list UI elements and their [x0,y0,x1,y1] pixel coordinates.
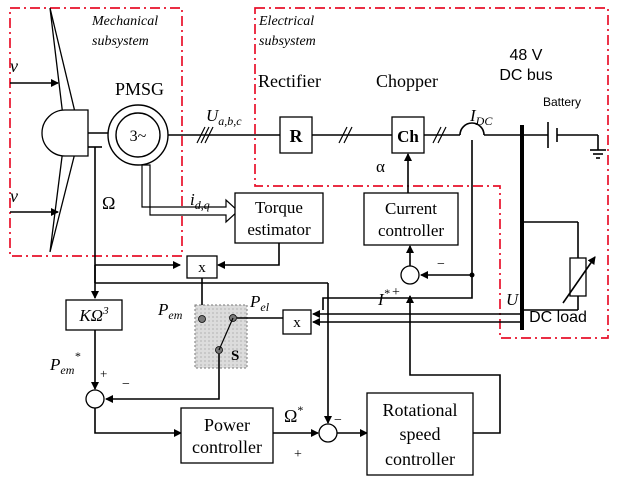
current-controller-block [363,192,459,246]
chopper-block-label: Ch [397,127,419,146]
switch-arm [218,317,234,351]
omega-star-label: Ω* [284,403,303,426]
dc-ticks-1 [338,126,353,144]
istar-from-speed-controller [406,295,501,434]
battery-label: Battery [543,95,581,109]
dc-current-label: IDC [469,106,493,128]
wind-speed-label-bottom: v [10,186,18,206]
wind-speed-label-top: v [10,56,18,76]
torque-estimator-block [234,192,324,244]
battery-icon [522,122,599,150]
optimal-power-block [65,299,123,331]
mechanical-subsystem-boundary [9,7,183,257]
torque-estimator-label-2: estimator [247,220,311,239]
pem-star-label: Pem* [49,349,80,377]
power-controller-label: Power [204,415,250,435]
pmsg-generator: 3~ [107,104,169,166]
sum1-plus: + [100,366,107,381]
multiplier-block-2 [282,309,312,335]
dc-voltage-label: U [506,290,520,309]
summing-junction-power [85,389,105,409]
current-controller-label: Current [385,199,437,218]
chopper-label: Chopper [376,71,438,91]
rectifier-block [279,116,313,154]
rectifier-label: Rectifier [258,71,321,91]
mechanical-subsystem-label-2: subsystem [92,34,149,49]
dc-bus-voltage-label: 48 V [510,47,543,64]
rotational-speed-controller-block [366,392,474,476]
optimal-power-label: KΩ3 [78,305,109,325]
sum1-to-power-controller [94,408,182,437]
istar-label: I* [377,286,390,309]
torque-to-mult1 [217,243,280,269]
sum1-minus: − [122,377,130,392]
rotational-controller-label-3: controller [385,449,455,469]
torque-estimator-label: Torque [255,198,303,217]
dc-ticks-2 [432,126,447,144]
sum2-minus: − [334,413,342,428]
pem-label: Pem [157,300,183,322]
rotational-controller-label-2: speed [400,424,441,444]
current-sensor [459,122,485,136]
dc-load-label: DC load [529,309,587,326]
rotational-controller-label: Rotational [383,400,458,420]
electrical-subsystem-label: Electrical [258,14,314,29]
mechanical-subsystem-label: Mechanical [91,14,158,29]
alpha-label: α [376,157,385,176]
rectifier-block-label: R [290,126,304,146]
wind-turbine-icon [41,7,112,253]
pel-label: Pel [249,292,270,314]
generator-symbol: 3~ [130,128,147,145]
electrical-subsystem-label-2: subsystem [259,34,316,49]
current-controller-label-2: controller [378,221,444,240]
idc-to-mult2 [322,275,473,310]
power-controller-block [180,407,274,464]
switch-label: S [231,348,239,364]
dc-load-resistor [522,221,596,311]
electrical-subsystem-boundary [254,7,609,339]
sum3-plus: + [392,285,400,300]
omega-label: Ω [102,193,115,213]
idq-hollow-arrow [141,164,239,224]
power-controller-label-2: controller [192,437,262,457]
summing-junction-current [400,265,420,285]
switch-to-sum1 [105,354,220,403]
idq-label: id,q [190,190,210,212]
sum2-plus: + [294,447,302,462]
sum3-minus: − [437,257,445,272]
dc-bus-label: DC bus [499,67,552,84]
voltage-abc-label: Ua,b,c [206,106,242,128]
three-phase-ticks-ac [196,126,214,144]
chopper-block [391,116,425,154]
pmsg-label: PMSG [115,79,164,99]
switch-contact-pem [198,315,206,323]
multiplier-symbol-1: x [198,260,206,276]
ground-icon [590,149,606,159]
multiplier-symbol-2: x [293,315,301,331]
summing-junction-speed [318,423,338,443]
